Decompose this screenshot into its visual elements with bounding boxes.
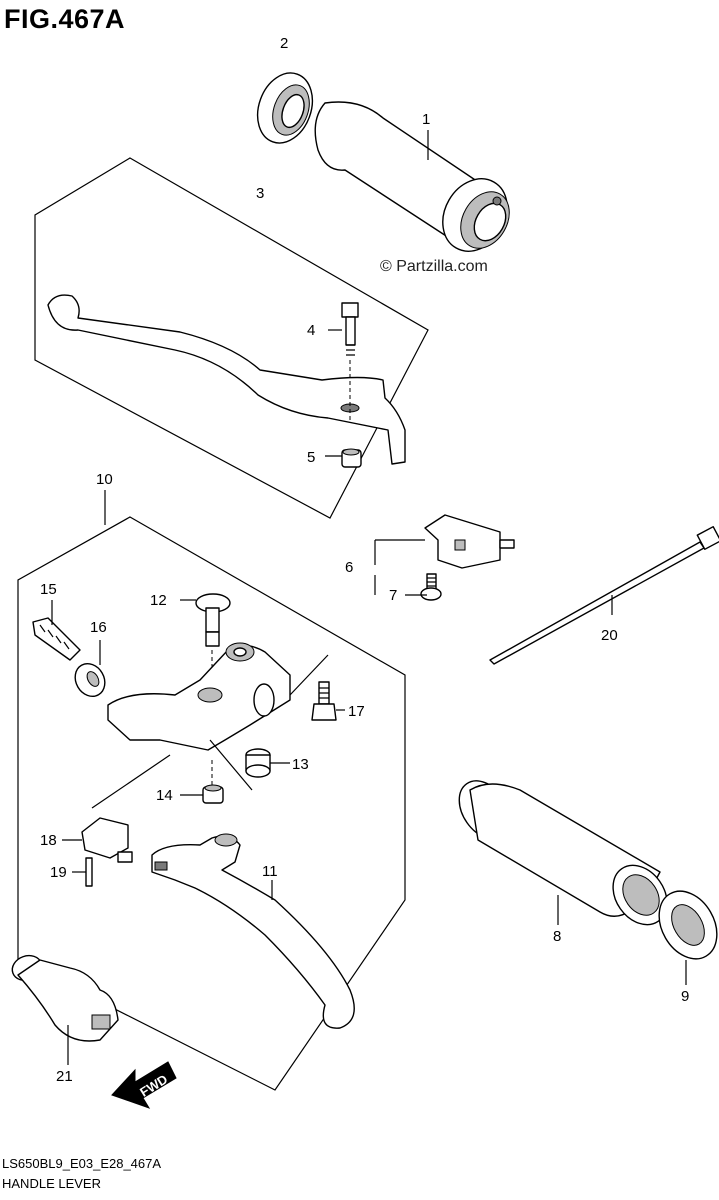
- callout-17: 17: [348, 703, 365, 720]
- leader-lines: [51, 130, 687, 1065]
- brake-lever: [47, 294, 406, 465]
- callout-11: 11: [262, 863, 278, 880]
- callout-14: 14: [156, 787, 173, 804]
- callout-12: 12: [150, 592, 167, 609]
- clutch-lever: [151, 833, 355, 1029]
- callout-16: 16: [90, 619, 107, 636]
- collar: [209, 739, 271, 791]
- callout-21: 21: [56, 1068, 73, 1085]
- callout-6: 6: [345, 559, 353, 576]
- throttle-grip: [314, 101, 510, 252]
- clutch-switch: [81, 754, 171, 863]
- callout-5: 5: [307, 449, 315, 466]
- watermark-text: © Partzilla.com: [380, 258, 488, 275]
- pivot-bolt: [341, 302, 359, 420]
- lever-boot: [11, 954, 119, 1042]
- assembly-outline-3: [34, 157, 429, 519]
- assembly-outline-10: [17, 516, 406, 1091]
- grip-end-ring-bottom: [658, 890, 718, 960]
- cable-tie: [489, 526, 719, 665]
- bracket-bolt: [289, 654, 337, 721]
- callout-3: 3: [256, 185, 264, 202]
- adjuster-nut: [74, 662, 106, 698]
- brake-light-switch: [424, 514, 515, 569]
- callout-13: 13: [292, 756, 309, 773]
- forward-direction-arrow: FWD: [111, 1061, 177, 1109]
- callout-18: 18: [40, 832, 57, 849]
- callout-7: 7: [389, 587, 397, 604]
- grip-end-ring-top: [256, 72, 314, 144]
- left-grip: [458, 780, 668, 926]
- callout-20: 20: [601, 627, 618, 644]
- model-code: LS650BL9_E03_E28_467A: [2, 1156, 162, 1171]
- switch-screw: [420, 573, 442, 601]
- callout-1: 1: [422, 111, 430, 128]
- figure-title: FIG.467A: [4, 4, 126, 34]
- lever-bracket: [107, 642, 291, 751]
- clutch-switch-screw: [85, 857, 93, 887]
- lever-nut: [341, 448, 362, 468]
- callout-8: 8: [553, 928, 561, 945]
- callout-2: 2: [280, 35, 288, 52]
- callout-19: 19: [50, 864, 67, 881]
- bracket-nut: [202, 760, 224, 804]
- callout-numbers: 2 1 3 4 5 10 6 7 15 12 16 20 17 13 14 18…: [40, 35, 689, 1085]
- callout-4: 4: [307, 322, 315, 339]
- callout-9: 9: [681, 988, 689, 1005]
- diagram-caption: HANDLE LEVER: [2, 1176, 101, 1191]
- adjuster-bolt: [32, 617, 81, 661]
- callout-15: 15: [40, 581, 57, 598]
- callout-10: 10: [96, 471, 113, 488]
